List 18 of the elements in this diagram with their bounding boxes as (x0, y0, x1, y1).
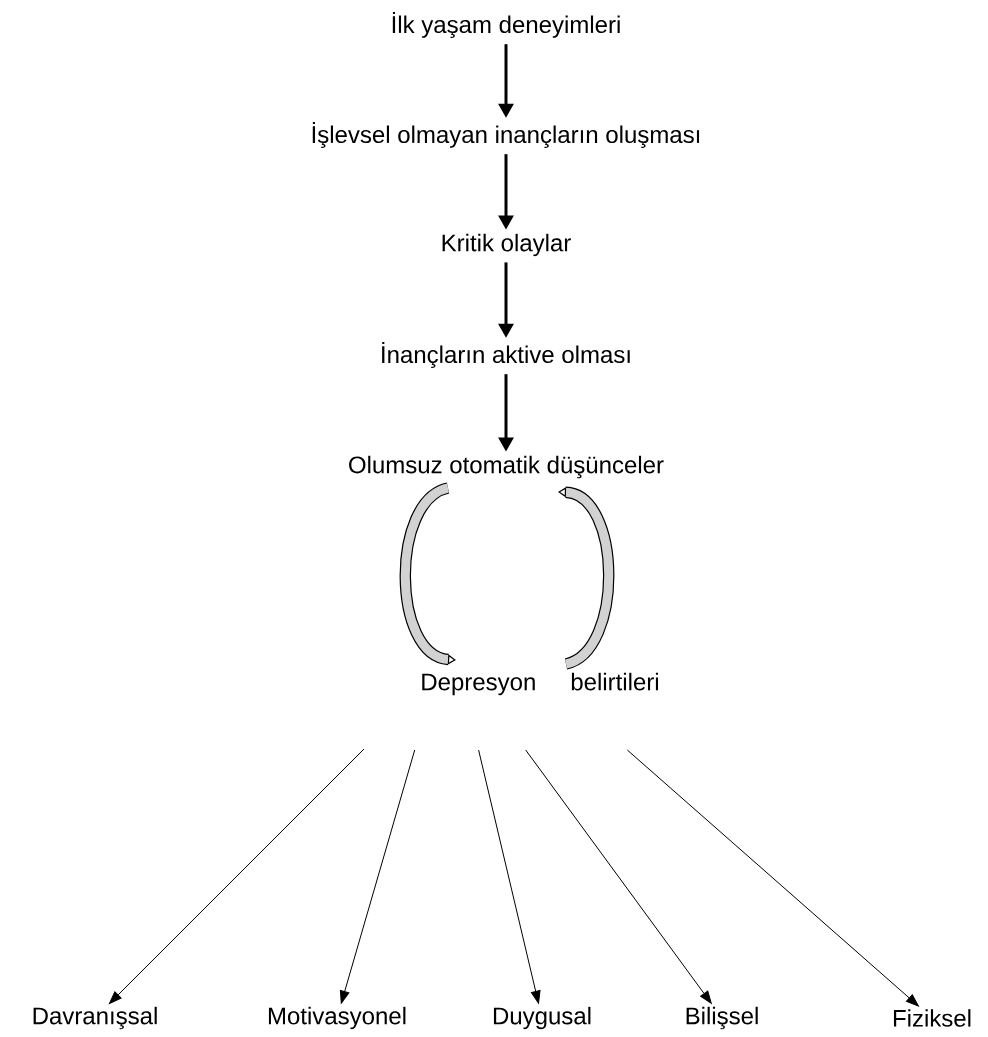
step-text: Olumsuz otomatik düşünceler (349, 455, 664, 479)
step-text: Kritik olaylar (442, 233, 571, 257)
arrow (108, 748, 365, 1004)
step-text: İlk yaşam deneyimleri (392, 12, 620, 38)
step-text: Duygusal (493, 1006, 591, 1030)
curved-arrow (399, 482, 456, 665)
arrow (626, 749, 919, 1007)
arrow (339, 749, 416, 1004)
step-text: Davranışsal (33, 1006, 157, 1030)
arrow (525, 749, 712, 1004)
step-text: Depresyon belirtileri (422, 672, 659, 696)
step-text: İşlevsel olmayan inançların oluşması (312, 122, 700, 148)
step-text: Fiziksel (893, 1009, 971, 1027)
step-text: Bilişsel (686, 1006, 758, 1030)
step-text: İnançların aktive olması (382, 342, 630, 368)
curved-arrow (558, 486, 615, 670)
arrow (478, 749, 541, 1004)
step-text: Motivasyonel (268, 1006, 406, 1030)
